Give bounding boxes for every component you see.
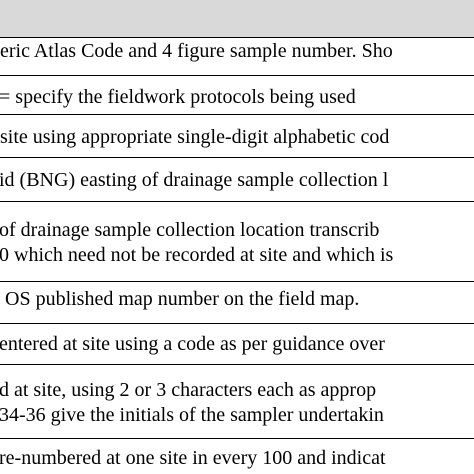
row-8-line-2: 34-36 give the initials of the sampler u… xyxy=(0,404,384,426)
row-3-line-1: site using appropriate single-digit alph… xyxy=(0,126,390,148)
row-7-line-1: entered at site using a code as per guid… xyxy=(0,333,385,355)
table-row-2: = specify the fieldwork protocols being … xyxy=(0,85,473,110)
row-8-line-1: d at site, using 2 or 3 characters each … xyxy=(0,379,377,401)
row-divider xyxy=(0,438,474,439)
table-row-8: d at site, using 2 or 3 characters each … xyxy=(0,378,473,428)
table-row-5: of drainage sample collection location t… xyxy=(0,218,473,268)
row-divider xyxy=(0,201,474,202)
table-row-9: re-numbered at one site in every 100 and… xyxy=(0,446,473,471)
row-divider xyxy=(0,75,474,76)
table-row-1: eric Atlas Code and 4 figure sample numb… xyxy=(0,39,474,64)
row-4-line-1: id (BNG) easting of drainage sample coll… xyxy=(0,169,389,191)
table-header-band xyxy=(0,0,474,37)
row-6-line-1: OS published map number on the field map… xyxy=(5,288,360,310)
row-divider xyxy=(0,37,474,38)
row-divider xyxy=(0,157,474,158)
table-row-4: id (BNG) easting of drainage sample coll… xyxy=(0,168,473,193)
table-row-7: entered at site using a code as per guid… xyxy=(0,332,473,357)
row-2-line-1: = specify the fieldwork protocols being … xyxy=(0,86,356,108)
row-divider xyxy=(0,114,474,115)
row-5-line-1: of drainage sample collection location t… xyxy=(0,219,380,241)
row-divider xyxy=(0,323,474,324)
row-5-line-2: 0 which need not be recorded at site and… xyxy=(0,244,394,266)
table-row-3: site using appropriate single-digit alph… xyxy=(0,125,474,150)
row-divider xyxy=(0,364,474,365)
row-9-line-1: re-numbered at one site in every 100 and… xyxy=(0,447,386,469)
row-1-line-1: eric Atlas Code and 4 figure sample numb… xyxy=(0,40,393,62)
table-row-6: OS published map number on the field map… xyxy=(5,287,474,312)
row-divider xyxy=(0,281,474,282)
